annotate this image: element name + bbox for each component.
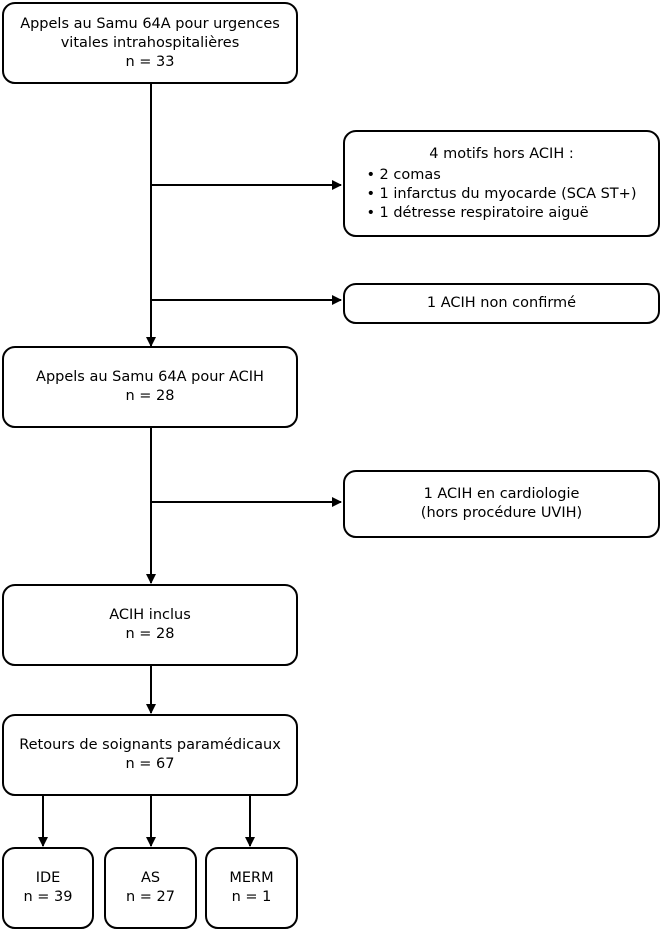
as-count: n = 27 <box>125 889 175 905</box>
acih-inclus-count: n = 28 <box>125 626 175 642</box>
appels-urgences-count: n = 33 <box>125 53 175 70</box>
exclusion-motif-item: 1 détresse respiratoire aiguë <box>367 204 637 223</box>
exclusion-motifs-list: 2 comas 1 infarctus du myocarde (SCA ST+… <box>367 166 637 223</box>
exclusion-motifs-title: 4 motifs hors ACIH : <box>429 145 574 162</box>
box-acih-inclus: ACIH inclus n = 28 <box>2 584 298 666</box>
ide-label: IDE <box>35 870 61 886</box>
retours-soignants-line1: Retours de soignants paramédicaux <box>19 737 281 753</box>
acih-cardiologie-line1: 1 ACIH en cardiologie <box>423 486 580 502</box>
box-retours-soignants: Retours de soignants paramédicaux n = 67 <box>2 714 298 796</box>
appels-acih-line1: Appels au Samu 64A pour ACIH <box>36 369 264 385</box>
box-appels-urgences: Appels au Samu 64A pour urgences vitales… <box>2 2 298 84</box>
merm-label: MERM <box>229 870 274 886</box>
appels-urgences-line2: vitales intrahospitalières <box>60 34 240 51</box>
box-ide: IDE n = 39 <box>2 847 94 929</box>
box-as: AS n = 27 <box>104 847 197 929</box>
exclusion-motif-item: 1 infarctus du myocarde (SCA ST+) <box>367 185 637 204</box>
box-appels-acih: Appels au Samu 64A pour ACIH n = 28 <box>2 346 298 428</box>
as-label: AS <box>140 870 161 886</box>
acih-inclus-line1: ACIH inclus <box>109 607 191 623</box>
box-exclusion-motifs: 4 motifs hors ACIH : 2 comas 1 infarctus… <box>343 130 660 237</box>
box-merm: MERM n = 1 <box>205 847 298 929</box>
retours-soignants-count: n = 67 <box>125 756 175 772</box>
exclusion-motif-item: 2 comas <box>367 166 637 185</box>
appels-urgences-line1: Appels au Samu 64A pour urgences <box>20 15 280 32</box>
box-acih-cardiologie: 1 ACIH en cardiologie (hors procédure UV… <box>343 470 660 538</box>
merm-count: n = 1 <box>231 889 272 905</box>
ide-count: n = 39 <box>23 889 73 905</box>
acih-non-confirme-text: 1 ACIH non confirmé <box>426 295 577 311</box>
acih-cardiologie-line2: (hors procédure UVIH) <box>420 505 583 521</box>
box-acih-non-confirme: 1 ACIH non confirmé <box>343 283 660 324</box>
appels-acih-count: n = 28 <box>125 388 175 404</box>
